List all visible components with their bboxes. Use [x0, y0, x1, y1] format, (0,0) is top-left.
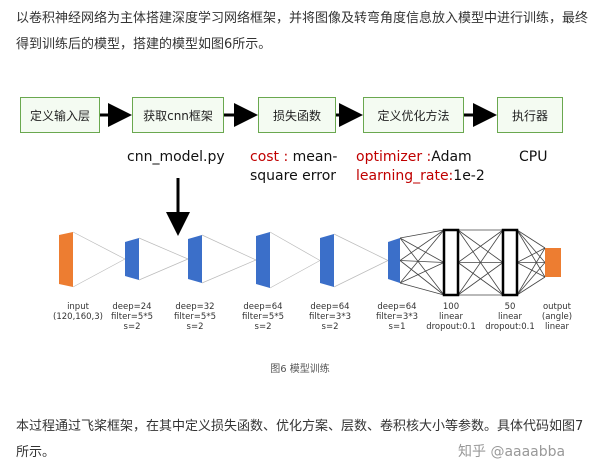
dense-layer: [442, 228, 460, 297]
layer-label-line: deep=64: [310, 302, 350, 312]
model-file-label: cnn_model.py: [127, 149, 225, 165]
connection-line: [399, 237, 445, 263]
layer-label-line: filter=5*5: [111, 312, 153, 322]
layer-label-line: dropout:0.1: [426, 322, 476, 332]
layer-label-line: s=2: [186, 322, 204, 332]
lr-value: 1e-2: [453, 168, 485, 184]
layer-label-line: s=2: [123, 322, 141, 332]
flow-box-optimizer: 定义优化方法: [363, 97, 464, 133]
optimizer-value: Adam: [431, 149, 472, 165]
flow-box-cnn: 获取cnn框架: [132, 97, 224, 133]
layer-label-line: 100: [442, 302, 460, 312]
connection-line: [516, 247, 546, 296]
connection-line: [333, 233, 389, 261]
connection-line: [457, 229, 504, 263]
connection-line: [138, 237, 189, 260]
layer-label-line: deep=32: [175, 302, 215, 312]
figure-caption: 图6 模型训练: [270, 364, 330, 375]
connection-line: [516, 229, 546, 249]
layer-label-line: (120,160,3): [53, 312, 103, 322]
conv-layer: [388, 238, 400, 283]
layer-label-line: filter=3*3: [309, 312, 351, 322]
layer-label-line: filter=5*5: [174, 312, 216, 322]
layer-label: output(angle)linear: [527, 302, 587, 332]
connection-line: [399, 229, 445, 284]
layer-label-line: s=2: [321, 322, 339, 332]
connection-line: [516, 262, 546, 296]
layer-label-line: input: [67, 302, 89, 312]
conv-layer: [188, 235, 202, 283]
flow-box-input: 定义输入层: [20, 97, 100, 133]
connection-line: [399, 229, 445, 261]
layer-label-line: linear: [438, 312, 464, 322]
layer-label-line: output: [542, 302, 572, 312]
connection-line: [457, 229, 504, 296]
flow-box-executor: 执行器: [497, 97, 563, 133]
executor-label: CPU: [519, 149, 548, 165]
optimizer-label: optimizer :Adam learning_rate:1e-2: [356, 148, 485, 186]
input-layer: [59, 232, 73, 287]
connection-line: [201, 259, 257, 284]
connection-line: [399, 237, 445, 296]
cost-value-1: mean-: [292, 149, 338, 165]
layer-label-line: s=2: [254, 322, 272, 332]
connection-line: [516, 276, 546, 296]
layer-label-line: deep=64: [243, 302, 283, 312]
layer-label-line: filter=3*3: [376, 312, 418, 322]
conv-layer: [256, 232, 270, 288]
connection-line: [333, 260, 389, 288]
connection-line: [399, 260, 445, 296]
layer-label: input(120,160,3): [48, 302, 108, 322]
output-layer: [545, 248, 561, 277]
paragraph-code-intro: 本过程通过飞桨框架，在其中定义损失函数、优化方案、层数、卷积核大小等参数。具体代…: [16, 419, 584, 460]
connection-line: [399, 260, 445, 263]
connection-line: [516, 229, 546, 263]
connection-line: [201, 234, 257, 261]
cost-key: cost :: [250, 149, 289, 165]
connection-line: [72, 258, 126, 288]
connection-line: [516, 262, 546, 278]
optimizer-key: optimizer :: [356, 149, 432, 165]
layer-label-line: linear: [544, 322, 570, 332]
connection-line: [516, 247, 546, 263]
connection-line: [269, 231, 321, 261]
flow-box-loss: 损失函数: [258, 97, 336, 133]
layer-label-line: dropout:0.1: [485, 322, 535, 332]
layer-label-line: deep=24: [112, 302, 152, 312]
connection-line: [399, 262, 445, 284]
connection-line: [72, 231, 126, 260]
dense-layer: [501, 228, 519, 297]
layer-label-line: linear: [497, 312, 523, 322]
connection-line: [138, 258, 189, 281]
paragraph-intro: 以卷积神经网络为主体搭建深度学习网络框架，并将图像及转弯角度信息放入模型中进行训…: [16, 11, 589, 52]
layer-label-line: 50: [504, 302, 516, 312]
cost-label: cost : mean- square error: [250, 148, 337, 186]
network-diagram: [59, 228, 561, 297]
layer-label-line: (angle): [541, 312, 573, 322]
conv-layer: [320, 234, 334, 287]
connection-line: [516, 229, 546, 278]
connection-line: [399, 229, 445, 239]
connection-line: [269, 260, 321, 289]
conv-layer: [125, 238, 139, 280]
layer-label-line: s=1: [388, 322, 406, 332]
lr-key: learning_rate:: [356, 168, 454, 184]
layer-label-line: deep=64: [377, 302, 417, 312]
layer-label-line: filter=5*5: [242, 312, 284, 322]
connection-line: [399, 282, 445, 296]
connection-line: [457, 262, 504, 296]
cost-value-2: square error: [250, 168, 337, 184]
watermark: 知乎 @aaaabba: [458, 444, 566, 460]
